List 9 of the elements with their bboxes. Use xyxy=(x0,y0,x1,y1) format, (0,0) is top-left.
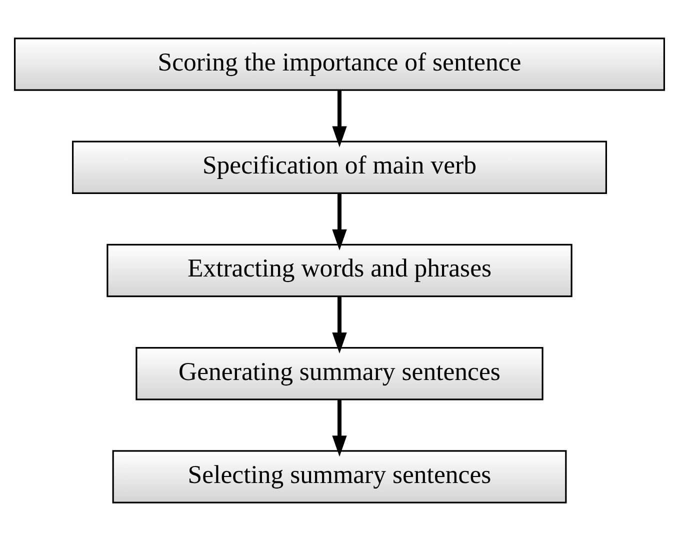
node-box: Specification of main verb xyxy=(72,140,607,194)
arrow xyxy=(332,296,347,354)
node-box: Scoring the importance of sentence xyxy=(14,38,666,91)
node-box: Selecting summary sentences xyxy=(112,450,567,504)
node-box: Extracting words and phrases xyxy=(106,244,572,298)
arrow xyxy=(332,399,347,457)
arrow xyxy=(332,90,347,148)
node-box: Generating summary sentences xyxy=(136,347,544,400)
arrow xyxy=(332,193,347,250)
